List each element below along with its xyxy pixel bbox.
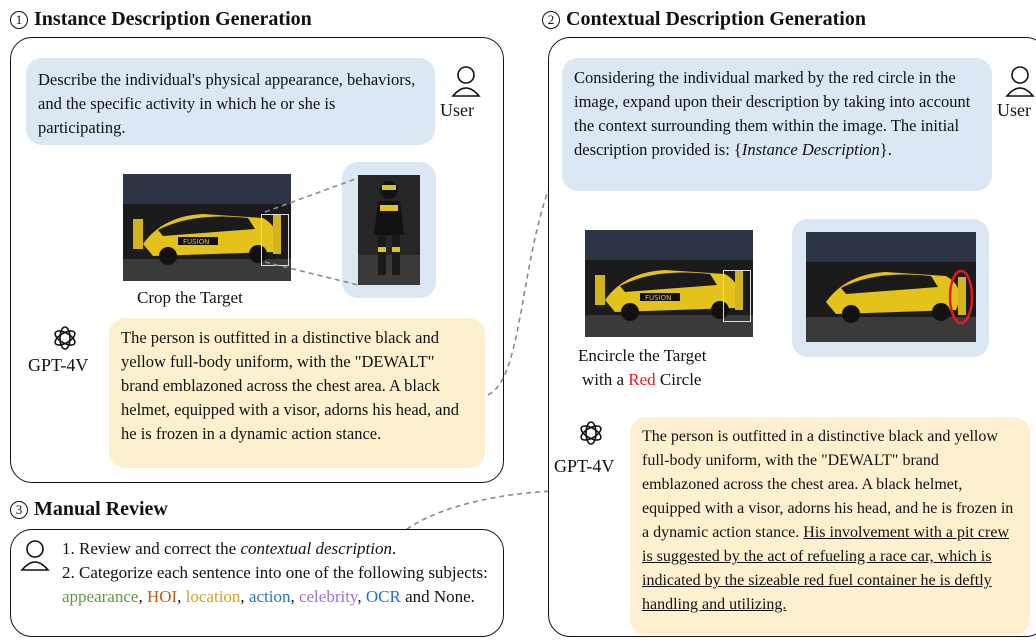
step-number-1: 1	[10, 10, 28, 29]
user-label-2: User	[997, 100, 1031, 120]
gpt-response-bubble-1: The person is outfitted in a distinctive…	[109, 318, 485, 468]
review-step-1: 1. Review and correct the contextual des…	[62, 539, 397, 558]
user-prompt-bubble-1: Describe the individual's physical appea…	[26, 58, 435, 145]
section3-title-text: Manual Review	[34, 498, 168, 520]
gpt-label-1: GPT-4V	[28, 355, 89, 375]
category-hoi: HOI	[146, 587, 178, 606]
review-step-2: 2. Categorize each sentence into one of …	[62, 563, 488, 606]
user-prompt-bubble-2: Considering the individual marked by the…	[562, 58, 992, 191]
gpt-logo-icon-2	[580, 421, 602, 445]
svg-text:FUSION: FUSION	[645, 294, 671, 302]
user-label-1: User	[440, 100, 474, 120]
gpt-label-2: GPT-4V	[554, 456, 615, 476]
gpt-response-text-1: The person is outfitted in a distinctive…	[121, 328, 459, 443]
race-car-photo-2: FUSION	[585, 230, 753, 337]
race-car-photo: FUSION	[123, 174, 291, 281]
crop-target-box	[261, 214, 289, 266]
category-celebrity: celebrity	[298, 587, 358, 606]
category-ocr: OCR	[365, 587, 401, 606]
user-prompt-text-2: Considering the individual marked by the…	[574, 68, 971, 159]
gpt-response-bubble-2: The person is outfitted in a distinctive…	[630, 417, 1030, 635]
gpt-response-text-2: The person is outfitted in a distinctive…	[642, 428, 1014, 541]
review-instructions: 1. Review and correct the contextual des…	[62, 537, 498, 609]
crop-caption: Crop the Target	[137, 288, 243, 307]
step-number-3: 3	[10, 500, 28, 519]
svg-text:FUSION: FUSION	[183, 238, 209, 246]
user-prompt-end-2: }.	[879, 140, 892, 159]
cropped-person-photo	[358, 175, 420, 285]
encircle-caption-line2: with a Red Circle	[582, 370, 702, 389]
section3-title: 3 Manual Review	[10, 498, 168, 521]
category-location: location	[185, 587, 241, 606]
user-icon-3	[20, 540, 50, 571]
section1-title: 1 Instance Description Generation	[10, 8, 312, 31]
encircled-photo	[806, 232, 976, 342]
gpt-logo-icon	[54, 326, 76, 350]
user-icon	[451, 66, 481, 97]
user-prompt-text-1: Describe the individual's physical appea…	[38, 70, 416, 137]
category-appearance: appearance	[62, 587, 139, 606]
contextual-addition-text: His involvement with a pit crew is sugge…	[642, 524, 1009, 613]
panel-manual-review	[10, 529, 504, 637]
red-word: Red	[628, 370, 656, 389]
section2-title-text: Contextual Description Generation	[566, 8, 866, 30]
instance-description-placeholder: Instance Description	[741, 140, 880, 159]
section1-title-text: Instance Description Generation	[34, 8, 312, 30]
encircle-caption-line1: Encircle the Target	[578, 346, 707, 365]
category-action: action	[248, 587, 291, 606]
step-number-2: 2	[542, 10, 560, 29]
user-icon-2	[1005, 66, 1035, 97]
red-circle-marker	[948, 269, 974, 325]
target-box-2	[723, 270, 751, 322]
contextual-description-term: contextual description	[240, 539, 392, 558]
section2-title: 2 Contextual Description Generation	[542, 8, 866, 31]
